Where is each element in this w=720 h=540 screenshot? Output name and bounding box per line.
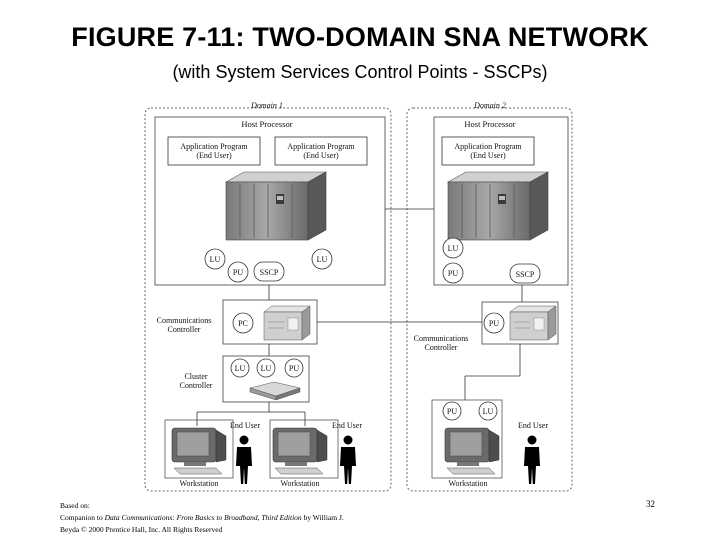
domain-1-boundary — [144, 107, 392, 492]
credit-suffix: by William J. — [301, 513, 344, 522]
pu-node-label: PU — [233, 268, 243, 277]
pu-node-label: PU — [447, 407, 457, 416]
domain-2-host-label: Host Processor — [464, 119, 515, 129]
end-user-label: End User — [518, 421, 548, 430]
end-user-icon — [340, 435, 356, 484]
app-program-label: Application Program(End User) — [180, 142, 248, 160]
pu-node — [442, 401, 462, 421]
pu-node — [284, 358, 304, 378]
app-program-box — [274, 136, 368, 166]
app-program-label-line: (End User) — [196, 151, 232, 160]
monitor-icon — [171, 427, 227, 475]
cluster-controller-label-line: Controller — [180, 381, 213, 390]
lu-node-label: LU — [235, 364, 246, 373]
app-program-label: Application Program(End User) — [287, 142, 355, 160]
app-program-box — [441, 136, 535, 166]
lu-node-label: LU — [483, 407, 494, 416]
workstation-label: Workstation — [281, 479, 320, 488]
comm-controller-2-label-line: Communications — [414, 334, 469, 343]
pu-node — [227, 261, 249, 283]
cluster-controller-icon-side — [275, 387, 301, 401]
pu-node — [442, 262, 464, 284]
sscp-node-label: SSCP — [516, 270, 535, 279]
comm-controller-1-label-line: Communications — [157, 316, 212, 325]
app-program-label-line: (End User) — [303, 151, 339, 160]
workstation-label: Workstation — [180, 479, 219, 488]
comm-controller-2-label-line: Controller — [425, 343, 458, 352]
app-program-label-line: Application Program — [180, 142, 248, 151]
lu-node — [230, 358, 250, 378]
app-program-label-line: Application Program — [454, 142, 522, 151]
credit-line-1: Based on: — [60, 501, 90, 510]
host-processor-2-icon — [447, 171, 549, 241]
app-program-box — [167, 136, 261, 166]
pu-node — [483, 312, 505, 334]
domain-2-label: Domain 2 — [473, 101, 506, 110]
domain-1-label: Domain 1 — [250, 101, 283, 110]
comm-controller-2-icon — [509, 305, 557, 341]
domain-1-host-box — [154, 116, 386, 286]
pc-node — [232, 312, 254, 334]
app-program-label-line: Application Program — [287, 142, 355, 151]
sscp-node — [253, 261, 285, 282]
credit-prefix: Companion to — [60, 513, 105, 522]
monitor-icon — [272, 427, 328, 475]
source-credit: Based on: Companion to Data Communicatio… — [60, 500, 344, 536]
pu-node-label: PU — [448, 269, 458, 278]
app-program-label-line: (End User) — [470, 151, 506, 160]
monitor-icon — [444, 427, 500, 475]
workstation-box — [269, 419, 339, 479]
credit-line-3: Beyda © 2000 Prentice Hall, Inc. All Rig… — [60, 525, 223, 534]
credit-line-2: Companion to Data Communications: From B… — [60, 512, 344, 524]
end-user-icon — [524, 435, 540, 484]
comm-controller-1-label-line: Controller — [168, 325, 201, 334]
domain-2-host-box — [433, 116, 569, 286]
lu-node-label: LU — [261, 364, 272, 373]
domain-1-host-label: Host Processor — [241, 119, 292, 129]
host-processor-1-icon — [225, 171, 327, 241]
lu-node — [442, 237, 464, 259]
cluster-controller-box — [222, 355, 310, 403]
page-title: FIGURE 7-11: TWO-DOMAIN SNA NETWORK — [71, 22, 649, 52]
comm-controller-1-icon — [263, 305, 311, 341]
lu-node — [256, 358, 276, 378]
sscp-node-label: SSCP — [260, 268, 279, 277]
pu-node-label: PU — [489, 319, 499, 328]
credit-book-title: Data Communications: From Basics to Broa… — [104, 513, 302, 522]
end-user-icon — [236, 435, 252, 484]
pc-node-label: PC — [238, 319, 248, 328]
lu-node-label: LU — [210, 255, 221, 264]
lu-node — [478, 401, 498, 421]
lu-node — [311, 248, 333, 270]
lu-node-label: LU — [448, 244, 459, 253]
domain-2-boundary — [406, 107, 573, 492]
lu-node — [204, 248, 226, 270]
pu-node-label: PU — [289, 364, 299, 373]
workstation-box — [164, 419, 234, 479]
end-user-label: End User — [332, 421, 362, 430]
workstation-box — [431, 399, 503, 479]
workstation-label: Workstation — [449, 479, 488, 488]
page-number: 32 — [646, 499, 655, 509]
end-user-label: End User — [230, 421, 260, 430]
sscp-node — [509, 263, 541, 284]
page-subtitle: (with System Services Control Points - S… — [172, 62, 548, 82]
cluster-controller-label-line: Cluster — [184, 372, 207, 381]
lu-node-label: LU — [317, 255, 328, 264]
app-program-label: Application Program(End User) — [454, 142, 522, 160]
